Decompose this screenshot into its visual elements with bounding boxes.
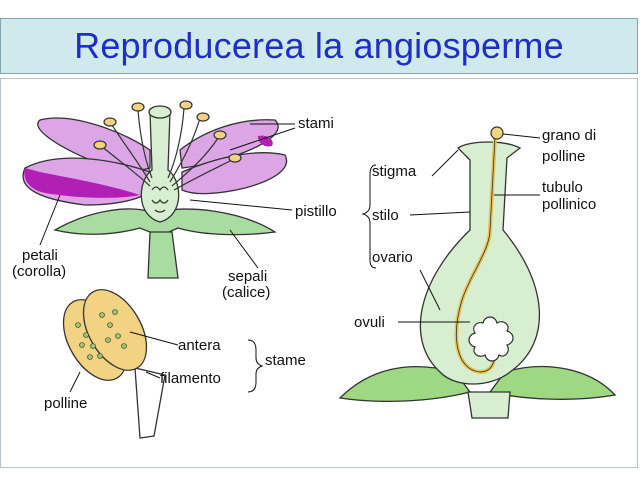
label-corolla: (corolla) xyxy=(12,263,66,280)
flower-stem xyxy=(147,231,179,279)
petal-left-shade xyxy=(24,168,140,198)
label-grano-di: grano di xyxy=(542,127,596,144)
pollen-tube-outline xyxy=(456,136,496,373)
label-petali: petali xyxy=(22,247,58,264)
filament xyxy=(134,367,166,439)
pistil-leaf-right xyxy=(488,365,617,400)
flower-illustration xyxy=(22,100,296,279)
stamen-illustration xyxy=(62,289,264,439)
label-stigma: stigma xyxy=(372,163,417,180)
pistil-ovules xyxy=(151,186,169,213)
label-stami: stami xyxy=(298,115,334,132)
label-ovario: ovario xyxy=(372,249,413,266)
label-filamento: filamento xyxy=(160,370,221,387)
stamen-leader-lines xyxy=(69,331,264,393)
anthers xyxy=(93,100,242,163)
diagram-frame xyxy=(0,78,638,468)
ovule-cluster xyxy=(468,316,514,362)
sepals xyxy=(53,208,277,237)
title-bar: Reproducerea la angiosperme xyxy=(0,18,638,74)
flower-leader-lines xyxy=(39,123,296,269)
pistil-stigma xyxy=(148,105,172,119)
petal-right-shade xyxy=(258,135,273,147)
label-grano-polline: polline xyxy=(542,148,585,165)
label-pistillo: pistillo xyxy=(295,203,337,220)
label-stilo: stilo xyxy=(372,207,399,224)
anther-right xyxy=(82,289,148,371)
slide-title: Reproducerea la angiosperme xyxy=(74,25,564,66)
stamens xyxy=(99,107,233,191)
label-calice: (calice) xyxy=(222,284,270,301)
label-sepali: sepali xyxy=(228,268,267,285)
pollen-grains xyxy=(75,309,127,360)
label-stame: stame xyxy=(265,352,306,369)
label-ovuli: ovuli xyxy=(354,314,385,331)
label-polline-stamen: polline xyxy=(44,395,87,412)
label-antera: antera xyxy=(178,337,221,354)
label-pollinico: pollinico xyxy=(542,196,596,213)
pistil-stalk xyxy=(467,391,511,419)
label-tubulo: tubulo xyxy=(542,179,583,196)
pollen-grain xyxy=(490,126,504,140)
pistil-section-illustration xyxy=(338,126,617,419)
right-leader-lines xyxy=(361,133,541,323)
